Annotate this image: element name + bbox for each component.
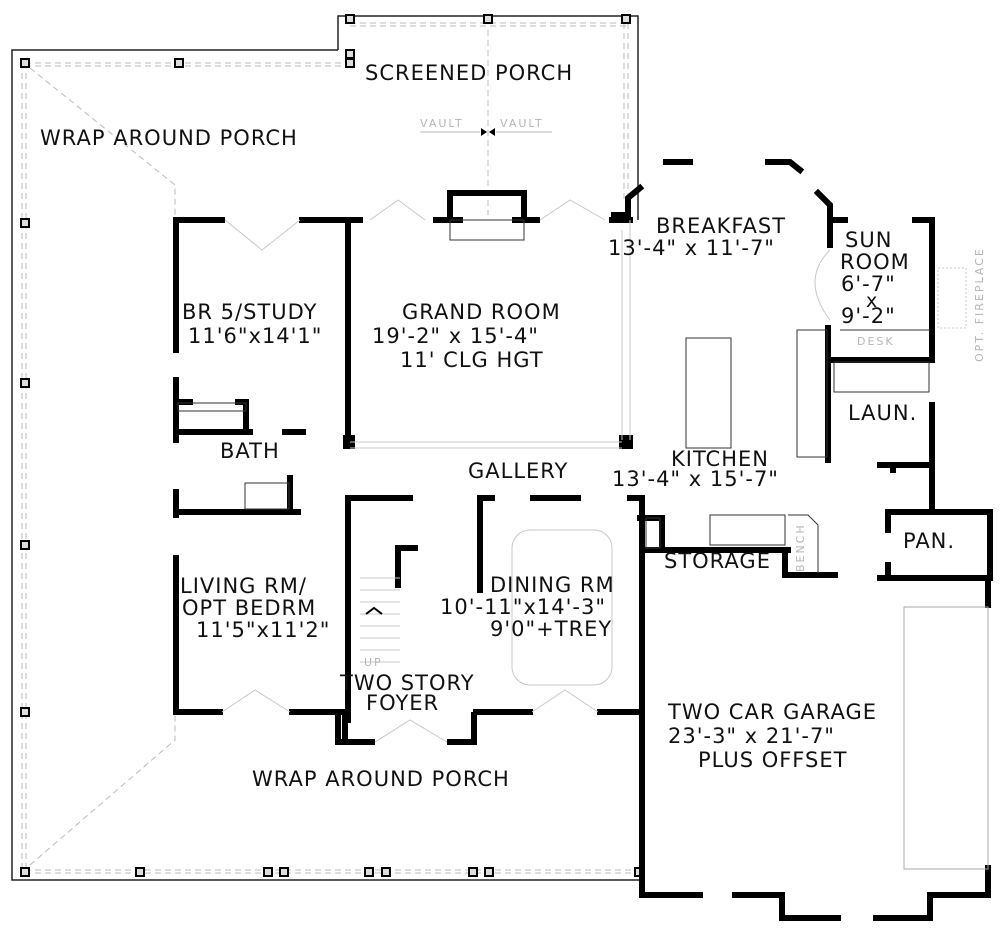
room-label-foyer-2: FOYER <box>366 691 440 715</box>
room-dims-kitchen: 13'-4" x 15'-7" <box>612 467 779 491</box>
porch-columns <box>20 14 644 877</box>
room-label-laundry: LAUN. <box>848 401 918 425</box>
room-note-dining: 9'0"+TREY <box>490 617 613 641</box>
room-label-living-1: LIVING RM/ <box>180 574 307 598</box>
room-dims-garage: 23'-3" x 21'-7" <box>668 724 835 748</box>
room-dims-living: 11'5"x11'2" <box>196 618 331 642</box>
room-dims-sun-1: 6'-7" <box>841 272 896 296</box>
porch-beams <box>21 22 640 874</box>
room-label-gallery: GALLERY <box>468 459 569 483</box>
room-label-br5-study: BR 5/STUDY <box>182 300 318 324</box>
room-label-kitchen: KITCHEN <box>671 447 769 471</box>
room-label-screened-porch: SCREENED PORCH <box>365 61 574 85</box>
room-label-bath: BATH <box>220 439 280 463</box>
room-label-grand-room: GRAND ROOM <box>402 300 561 324</box>
room-dims-br5: 11'6"x14'1" <box>188 324 323 348</box>
opt-fireplace-label: OPT. FIREPLACE <box>973 247 986 362</box>
stair-up-label: UP <box>364 656 383 669</box>
room-label-dining: DINING RM <box>490 573 615 597</box>
room-dims-sun-x: x <box>866 290 879 312</box>
room-note-garage: PLUS OFFSET <box>698 748 848 772</box>
desk-label: DESK <box>857 335 895 348</box>
fixtures <box>177 219 989 870</box>
bench-label: BENCH <box>794 523 807 572</box>
room-dims-breakfast: 13'-4" x 11'-7" <box>608 236 775 260</box>
room-label-living-2: OPT BEDRM <box>182 596 317 620</box>
room-label-foyer-1: TWO STORY <box>340 671 475 695</box>
room-label-breakfast: BREAKFAST <box>656 214 787 238</box>
room-label-storage: STORAGE <box>664 549 771 573</box>
faint-details <box>221 199 967 743</box>
room-dims-dining: 10'-11"x14'-3" <box>440 595 606 619</box>
vault-marker <box>481 128 495 136</box>
room-label-garage: TWO CAR GARAGE <box>668 700 878 724</box>
room-dims-sun-2: 9'-2" <box>841 304 896 328</box>
room-label-wrap-porch-bottom: WRAP AROUND PORCH <box>252 767 510 791</box>
vault-label-left: VAULT <box>420 117 464 130</box>
stair-up-arrow <box>365 606 383 615</box>
room-label-wrap-porch-top: WRAP AROUND PORCH <box>40 126 298 150</box>
room-dims-grand-room: 19'-2" x 15'-4" <box>372 324 539 348</box>
room-label-pantry: PAN. <box>903 529 956 553</box>
room-note-grand-room: 11' CLG HGT <box>400 348 544 372</box>
vault-label-right: VAULT <box>500 117 544 130</box>
room-label-sun-room: ROOM <box>840 250 910 274</box>
room-label-sun: SUN <box>845 228 893 252</box>
